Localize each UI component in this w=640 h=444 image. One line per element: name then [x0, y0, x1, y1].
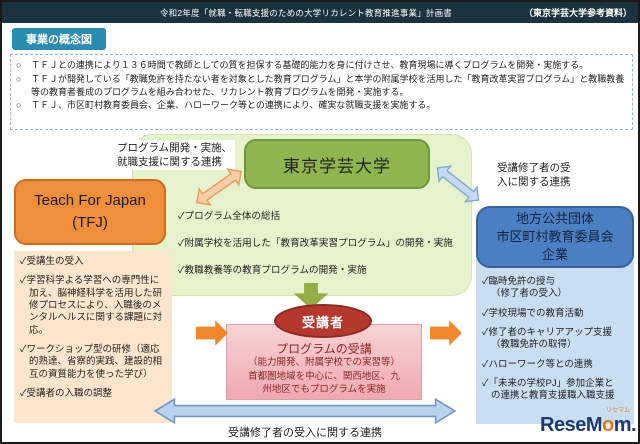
bullet-text: ＴＦＪとの連携により１３６時間で教師としての質を担保する基礎的能力を身に付けさせ… — [31, 60, 589, 70]
resemom-watermark: リセマム ReseMom. — [540, 408, 637, 436]
tfj-box: Teach For Japan (TFJ) — [14, 179, 166, 245]
government-panel-item: ✓臨時免許の授与 （修了者の受入） — [482, 276, 568, 300]
section-badge: 事業の概念図 — [12, 28, 106, 50]
government-panel: ✓臨時免許の授与 （修了者の受入） ✓学校現場での教育活動 ✓修了者のキャリアア… — [476, 252, 634, 424]
bullet-marker-icon: ○ — [16, 60, 22, 70]
government-panel-item: ✓修了者のキャリアアップ支援 （教職免許の取得） — [482, 327, 612, 351]
blue-double-arrow-icon — [422, 149, 493, 218]
government-box: 地方公共団体 市区町村教育委員会 企業 — [476, 206, 634, 268]
university-task-item: ✓プログラム全体の総括 — [178, 211, 281, 222]
right-link-label: 受講修了者の受 入に関する連携 — [494, 160, 574, 191]
government-panel-item: ✓学校現場での教育活動 — [482, 307, 584, 319]
university-task-item: ✓教職教養等の教育プログラムの開発・実施 — [178, 265, 367, 276]
tfj-panel-item: ✓受講者の入職の調整 — [20, 388, 112, 400]
government-panel-item: ✓ハローワーク等との連携 — [482, 358, 593, 370]
overview-box: ○ ＴＦＪとの連携により１３６時間で教師としての質を担保する基礎的能力を身に付け… — [10, 54, 633, 130]
bullet-text: ＴＦＪが開発している「教職免許を持たない者を対象とした教育プログラム」と本学の附… — [31, 73, 625, 97]
overview-bullet: ○ ＴＦＪが開発している「教職免許を持たない者を対象とした教育プログラム」と本学… — [16, 73, 627, 99]
orange-double-arrow-icon — [183, 152, 256, 221]
bullet-text: ＴＦＪ、市区町村教育委員会、企業、ハローワーク等との連携により、確実な就職支援を… — [31, 100, 436, 111]
right-arrow-orange-icon — [430, 320, 462, 346]
tfj-panel: ✓受講生の受入 ✓学習科学よる学習への専門性に加え、脳神経科学を活用した研修プロ… — [14, 251, 172, 423]
down-arrow-icon — [290, 283, 332, 309]
overview-bullet: ○ ＴＦＪとの連携により１３６時間で教師としての質を担保する基礎的能力を身に付け… — [16, 59, 627, 72]
course-body: （能力開発、附属学校での実習等） 首都圏地域を中心に、関西地区、九 州地区でもプ… — [247, 357, 400, 395]
participant-ellipse: 受講者 — [274, 304, 372, 338]
university-box: 東京学芸大学 — [244, 139, 430, 189]
watermark-ruby: リセマム — [606, 408, 631, 414]
bullet-marker-icon: ○ — [16, 100, 22, 111]
long-double-arrow-icon — [152, 397, 458, 425]
university-task-list: ✓プログラム全体の総括 ✓附属学校を活用した「教育改革実習プログラム」の開発・実… — [178, 208, 474, 289]
overview-bullet: ○ ＴＦＪ、市区町村教育委員会、企業、ハローワーク等との連携により、確実な就職支… — [16, 99, 627, 112]
bullet-marker-icon: ○ — [16, 73, 22, 84]
bottom-link-label: 受講修了者の受入に関する連携 — [228, 427, 382, 439]
tfj-panel-item: ✓学習科学よる学習への専門性に加え、脳神経科学を活用した研修プロセスにより、入職… — [20, 275, 163, 336]
source-note: （東京学芸大学参考資料） — [523, 8, 632, 18]
course-title: プログラムの受講 — [276, 342, 372, 356]
government-panel-item: ✓「未来の学校PJ」参加企業と の連携と教育支援職入職支援 — [482, 378, 615, 402]
watermark-head: ReseM — [540, 414, 602, 436]
tfj-panel-item: ✓受講生の受入 — [20, 256, 84, 267]
tfj-panel-item: ✓ワークショップ型の研修（適応的熟達、省察的実践、建設的相互の資質能力を使った学… — [20, 344, 163, 380]
title-bar: 令和2年度「就職・転職支援のための大学リカレント教育推進事業」計画書 （東京学芸… — [2, 2, 638, 23]
left-link-label: プログラム開発・実施、 就職支援に関する連携 — [114, 140, 236, 171]
watermark-o: o — [601, 414, 614, 436]
watermark-logo: ReseMom. — [540, 414, 637, 436]
watermark-tail: m. — [613, 414, 637, 436]
university-task-item: ✓附属学校を活用した「教育改革実習プログラム」の開発・実施 — [178, 238, 453, 249]
document-title: 令和2年度「就職・転職支援のための大学リカレント教育推進事業」計画書 — [159, 7, 452, 18]
right-arrow-orange-icon — [196, 320, 228, 346]
